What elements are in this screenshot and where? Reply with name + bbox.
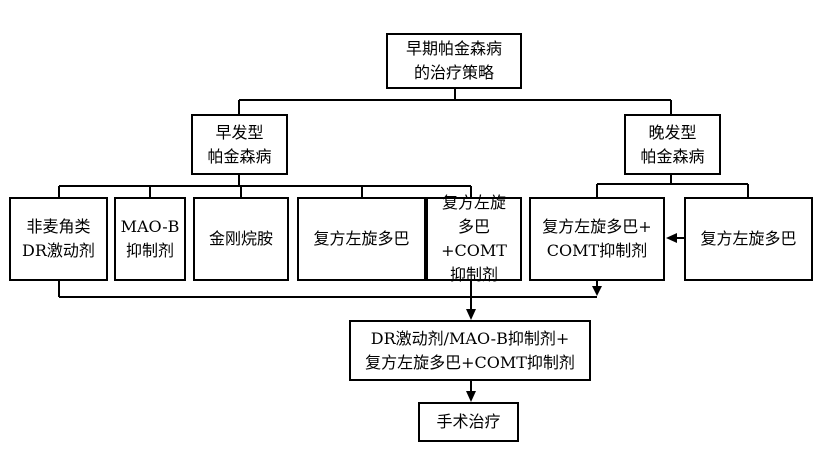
node-early-onset: 早发型 帕金森病	[191, 114, 288, 175]
node-surgery: 手术治疗	[418, 402, 519, 442]
node-root: 早期帕金森病 的治疗策略	[386, 33, 522, 89]
node-levodopa-comt-late-label: 复方左旋多巴+ COMT抑制剂	[542, 217, 652, 260]
node-levodopa-late: 复方左旋多巴	[684, 197, 813, 281]
node-levodopa-comt-early-label: 复方左旋 多巴+COMT 抑制剂	[441, 193, 507, 284]
node-amantadine: 金刚烷胺	[193, 197, 289, 281]
node-mao-b-label: MAO-B 抑制剂	[120, 217, 180, 260]
node-combination: DR激动剂/MAO-B抑制剂+ 复方左旋多巴+COMT抑制剂	[349, 320, 591, 381]
node-levodopa-early: 复方左旋多巴	[297, 197, 426, 281]
node-levodopa-comt-late: 复方左旋多巴+ COMT抑制剂	[529, 197, 665, 281]
node-surgery-label: 手术治疗	[436, 412, 501, 431]
node-dr-agonist-label: 非麦角类 DR激动剂	[22, 217, 95, 260]
node-mao-b: MAO-B 抑制剂	[114, 197, 186, 281]
node-levodopa-early-label: 复方左旋多巴	[313, 229, 410, 248]
node-levodopa-late-label: 复方左旋多巴	[700, 229, 797, 248]
node-amantadine-label: 金刚烷胺	[208, 229, 273, 248]
node-combination-label: DR激动剂/MAO-B抑制剂+ 复方左旋多巴+COMT抑制剂	[365, 328, 575, 372]
node-levodopa-comt-early: 复方左旋 多巴+COMT 抑制剂	[426, 193, 522, 284]
node-root-label: 早期帕金森病 的治疗策略	[405, 39, 502, 82]
node-dr-agonist: 非麦角类 DR激动剂	[9, 197, 108, 281]
node-early-onset-label: 早发型 帕金森病	[207, 122, 272, 166]
node-late-onset: 晚发型 帕金森病	[624, 114, 721, 175]
node-late-onset-label: 晚发型 帕金森病	[640, 122, 705, 166]
